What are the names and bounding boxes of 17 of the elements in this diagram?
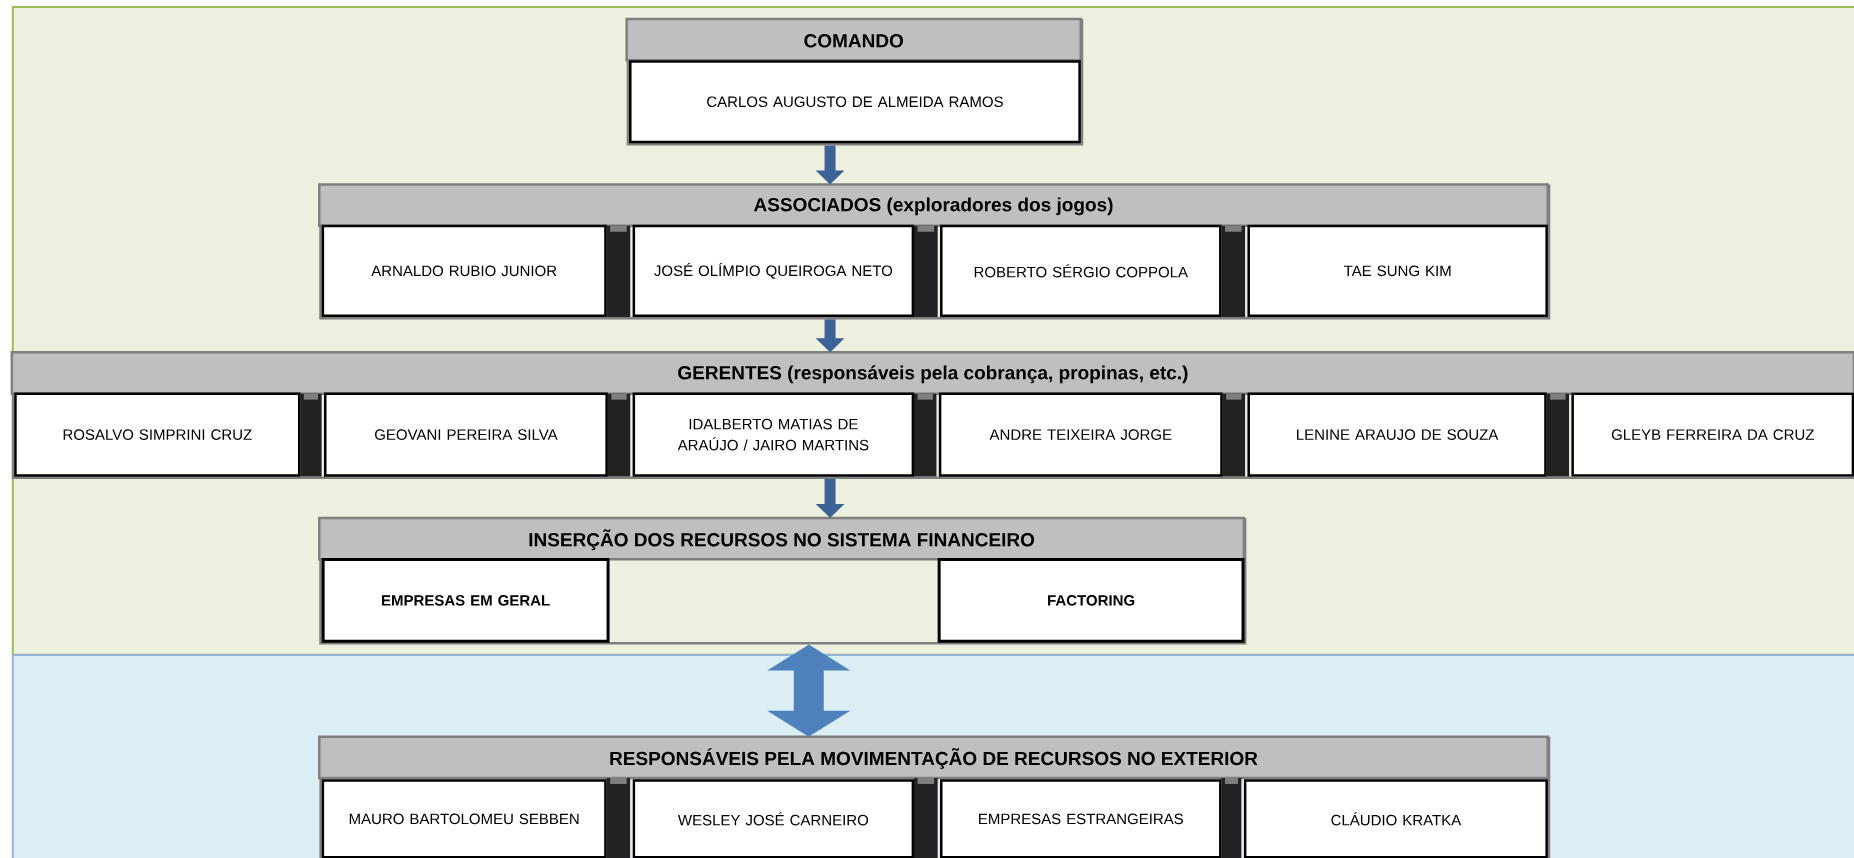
name-box: GLEYB FERREIRA DA CRUZ (1571, 392, 1854, 477)
name-box: TAE SUNG KIM (1247, 224, 1548, 317)
name-box: CLÁUDIO KRATKA (1243, 779, 1548, 858)
name-box: ROBERTO SÉRGIO COPPOLA (940, 224, 1222, 317)
name-box: JOSÉ OLÍMPIO QUEIROGA NETO (632, 224, 915, 317)
name-box: ARNALDO RUBIO JUNIOR (321, 224, 607, 317)
name-box: FACTORING (937, 557, 1245, 643)
name-box: ROSALVO SIMPRINI CRUZ (14, 392, 301, 477)
name-box: MAURO BARTOLOMEU SEBBEN (321, 779, 607, 858)
name-box: CARLOS AUGUSTO DE ALMEIDA RAMOS (629, 60, 1081, 143)
name-box: EMPRESAS ESTRANGEIRAS (940, 779, 1222, 858)
name-box: EMPRESAS EM GERAL (321, 557, 610, 643)
name-box: LENINE ARAUJO DE SOUZA (1247, 392, 1547, 477)
name-box: WESLEY JOSÉ CARNEIRO (632, 779, 915, 858)
name-box: ANDRE TEIXEIRA JORGE (938, 392, 1223, 477)
name-box: IDALBERTO MATIAS DE ARAÚJO / JAIRO MARTINS (632, 392, 915, 477)
name-box: GEOVANI PEREIRA SILVA (324, 392, 608, 477)
